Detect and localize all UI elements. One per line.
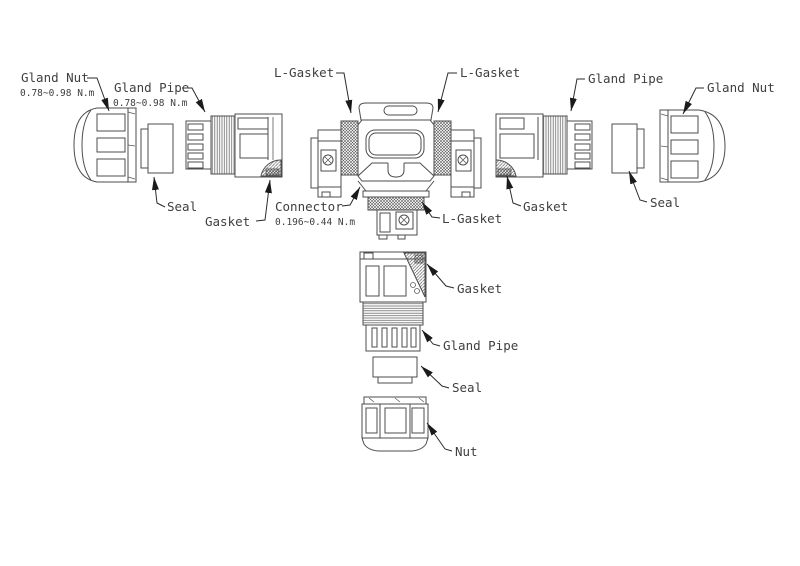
left-gland-pipe-part [185, 113, 283, 178]
label-connector: Connector [275, 199, 343, 214]
leader-gasket-stack [426, 263, 455, 289]
label-gland-pipe-left: Gland Pipe [114, 80, 189, 95]
stack-pipe-threads [362, 301, 424, 326]
leader-gland-pipe-right [569, 78, 585, 112]
label-gasket-right: Gasket [523, 199, 568, 214]
label-gland-pipe-right: Gland Pipe [588, 71, 663, 86]
right-pipe-threads [542, 115, 568, 175]
leader-seal-left [152, 176, 166, 208]
leader-seal-stack [420, 365, 450, 389]
connector-body-part [310, 102, 482, 240]
label-connector-torque: 0.196~0.44 N.m [275, 217, 355, 228]
label-l-gasket-bottom: L-Gasket [442, 211, 502, 226]
label-l-gasket-top-right: L-Gasket [460, 65, 520, 80]
stack-gland-pipe-part [362, 301, 424, 352]
leader-seal-right [628, 170, 648, 203]
top-cap [358, 102, 434, 121]
stack-nut-part [361, 396, 429, 452]
label-gland-pipe-left-torque: 0.78~0.98 N.m [113, 98, 188, 109]
leader-gasket-right [506, 175, 522, 207]
label-gland-nut-left: Gland Nut [21, 70, 89, 85]
label-seal-stack: Seal [452, 380, 482, 395]
left-gland-nut-part [73, 107, 137, 183]
left-plug [310, 129, 342, 198]
left-pipe-threads [210, 115, 236, 175]
leader-gasket-left [255, 179, 272, 222]
right-gland-pipe-part [495, 113, 593, 178]
right-gland-nut-part [659, 109, 726, 183]
leader-gland-nut-right [682, 87, 704, 115]
stack-body-part [359, 251, 427, 303]
label-gland-nut-left-torque: 0.78~0.98 N.m [20, 88, 95, 99]
stack-seal-part [372, 356, 418, 384]
leader-gland-pipe-stack [421, 329, 441, 347]
right-seal-part [611, 123, 645, 174]
leader-l-gasket-bottom [421, 201, 441, 219]
l-gasket-left-part [340, 120, 359, 176]
l-gasket-bottom-part [367, 196, 425, 211]
label-gland-pipe-stack: Gland Pipe [443, 338, 518, 353]
leader-gland-nut-left [87, 77, 110, 112]
bottom-plug [376, 209, 418, 240]
leader-l-gasket-top-left [336, 72, 353, 114]
label-gland-nut-right: Gland Nut [707, 80, 775, 95]
leader-l-gasket-top-right [437, 72, 457, 113]
l-gasket-right-part [433, 120, 452, 176]
label-gasket-left: Gasket [205, 214, 250, 229]
leader-gland-pipe-left [182, 87, 206, 113]
label-nut-stack: Nut [455, 444, 478, 459]
body-window [365, 129, 425, 159]
label-seal-right: Seal [650, 195, 680, 210]
stack-gasket-part [403, 252, 426, 298]
left-seal-part [140, 123, 174, 174]
label-l-gasket-top-left: L-Gasket [274, 65, 334, 80]
label-gasket-stack: Gasket [457, 281, 502, 296]
leader-connector [341, 186, 361, 207]
leader-nut-stack [426, 422, 453, 452]
label-seal-left: Seal [167, 199, 197, 214]
right-plug [450, 129, 482, 198]
